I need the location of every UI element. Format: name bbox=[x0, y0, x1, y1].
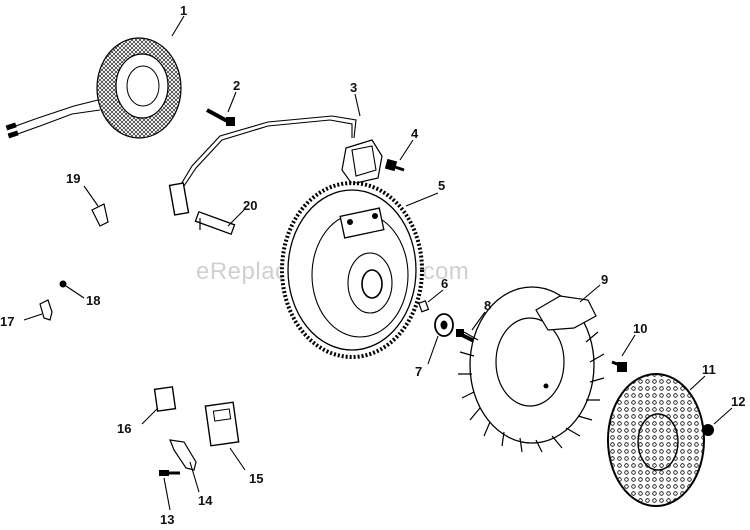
callout-13: 13 bbox=[160, 512, 174, 527]
callout-15: 15 bbox=[249, 471, 263, 486]
washer-part-7 bbox=[434, 313, 454, 337]
fan-part bbox=[458, 286, 605, 453]
callout-10: 10 bbox=[633, 321, 647, 336]
nut-part-12 bbox=[702, 424, 714, 436]
bolt-part-10 bbox=[611, 360, 627, 372]
nut-part-18 bbox=[59, 280, 67, 288]
callout-14: 14 bbox=[198, 493, 213, 508]
stator-part bbox=[5, 37, 182, 139]
callout-5: 5 bbox=[438, 178, 445, 193]
clip-part-19 bbox=[91, 203, 109, 227]
leader-lines bbox=[23, 15, 733, 511]
callout-labels: 1 2 3 4 5 6 7 8 9 10 11 12 13 14 15 16 1… bbox=[0, 3, 745, 527]
callout-11: 11 bbox=[702, 362, 716, 377]
screen-part bbox=[607, 373, 705, 507]
callout-2: 2 bbox=[233, 78, 240, 93]
flywheel-part bbox=[280, 181, 424, 359]
screw-part-13 bbox=[159, 470, 180, 476]
callout-6: 6 bbox=[441, 276, 448, 291]
callout-20: 20 bbox=[243, 198, 257, 213]
bracket-part-17 bbox=[39, 299, 53, 321]
ignition-module-part bbox=[168, 115, 383, 216]
screw-part-8 bbox=[456, 329, 475, 343]
callout-7: 7 bbox=[415, 364, 422, 379]
rectifier-part bbox=[204, 401, 240, 447]
callout-3: 3 bbox=[350, 80, 357, 95]
bracket-part-14 bbox=[169, 439, 197, 471]
callout-9: 9 bbox=[601, 272, 608, 287]
callout-16: 16 bbox=[117, 421, 131, 436]
key-part-6 bbox=[418, 300, 430, 313]
callout-4: 4 bbox=[411, 126, 419, 141]
callout-12: 12 bbox=[731, 394, 745, 409]
callout-8: 8 bbox=[484, 298, 491, 313]
callout-17: 17 bbox=[0, 314, 14, 329]
clip-part-16 bbox=[153, 386, 177, 412]
callout-1: 1 bbox=[180, 3, 187, 18]
callout-18: 18 bbox=[86, 293, 100, 308]
bolt-part-4 bbox=[384, 158, 405, 172]
screw-part-2 bbox=[206, 108, 235, 126]
callout-19: 19 bbox=[66, 171, 80, 186]
spark-plug-part bbox=[194, 210, 236, 236]
